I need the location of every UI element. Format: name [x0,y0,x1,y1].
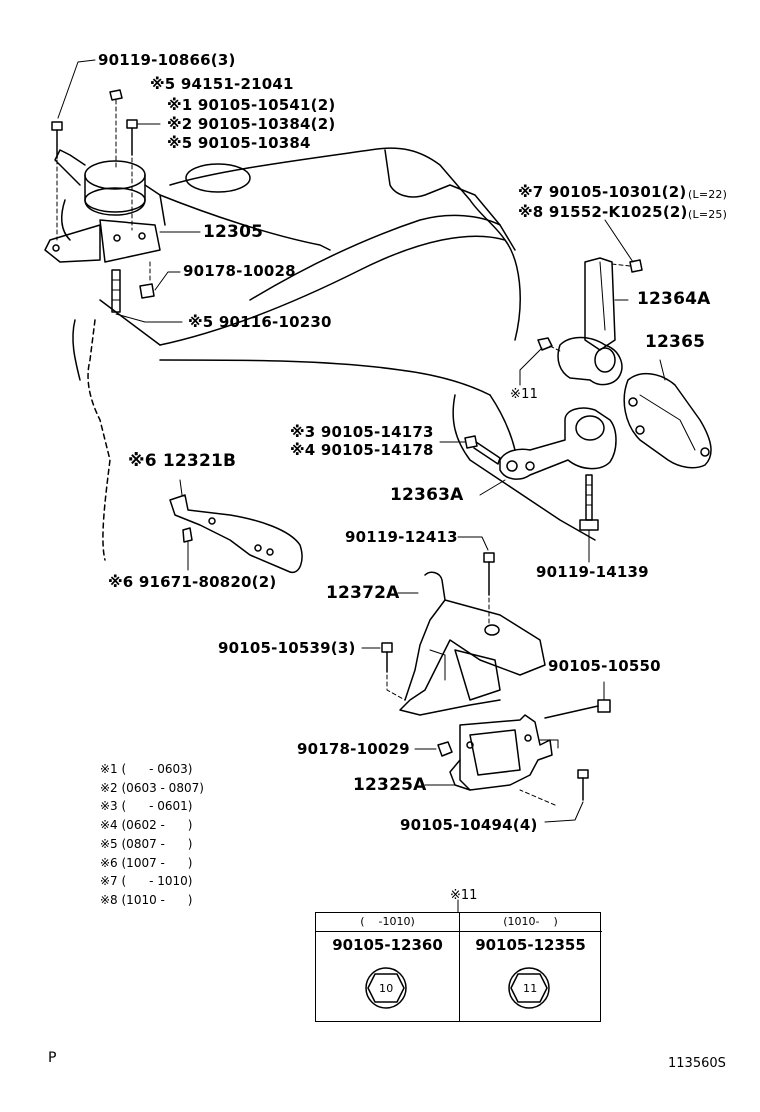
table-title: ※11 [450,888,478,903]
nut-mark-10: 10 [379,982,394,995]
label-12363a: 12363A [390,485,464,505]
label-90105-10384-5: ※5 90105-10384 [167,134,311,152]
nut-90178-10029 [414,741,453,757]
bolt-90105-14173 [439,435,501,465]
table-column: ( -1010) 90105-12360 [316,913,460,1021]
column-part-number: 90105-12360 [332,936,443,954]
label-90105-10301-length: (L=22) [688,188,728,201]
label-90105-10539: 90105-10539(3) [218,639,356,657]
label-mark-11: ※11 [510,387,539,402]
label-90105-10494: 90105-10494(4) [400,816,538,834]
label-90119-14139: 90119-14139 [536,563,649,581]
torque-rod-12363a [479,407,617,496]
bolt-90105-10550 [544,681,611,719]
label-12325a: 12325A [353,775,427,795]
nut-mark-11: 11 [523,982,538,995]
label-91552-k1025-length: (L=25) [688,208,728,221]
label-90119-12413: 90119-12413 [345,528,458,546]
label-90119-10866: 90119-10866(3) [98,51,236,69]
plate-12365 [623,359,712,469]
label-90105-10301: ※7 90105-10301(2) [518,183,687,201]
legend-item: ※5 (0807 - ) [100,836,193,851]
label-90178-10028: 90178-10028 [183,262,296,280]
label-91552-k1025: ※8 91552-K1025(2) [518,203,688,221]
label-90116-10230: ※5 90116-10230 [188,313,332,331]
engine-block-outline [72,147,596,561]
variant-table: ( -1010) 90105-12360 (1010- ) 90105-1235… [315,912,602,1022]
bolt-mark-11 [519,337,563,386]
label-12305: 12305 [203,222,264,242]
nut-90178-10028 [139,261,181,299]
bracket-12321b [169,479,303,574]
bolt-90119-14139 [579,474,599,563]
bolt-90105-10539 [361,642,406,701]
column-part-number: 90105-12355 [475,936,586,954]
table-column: (1010- ) 90105-12355 [459,913,602,1021]
nut-icon-10 [365,967,407,1009]
bolt-90105-10301 [604,219,643,273]
legend-item: ※7 ( - 1010) [100,874,193,889]
label-90105-10384-2: ※2 90105-10384(2) [167,115,336,133]
bolt-90119-10866 [51,59,96,241]
label-12364a: 12364A [637,289,711,309]
label-90105-14173: ※3 90105-14173 [290,423,434,441]
label-12365: 12365 [645,332,706,352]
legend-item: ※2 (0603 - 0807) [100,780,204,795]
stud-90116-10230 [111,269,183,323]
date-range-legend: ※1 ( - 0603) ※2 (0603 - 0807) ※3 ( - 060… [100,760,204,910]
label-94151-21041: ※5 94151-21041 [150,75,294,93]
column-date-range: ( -1010) [316,913,459,932]
bolt-90105-10494 [519,769,589,823]
label-90178-10029: 90178-10029 [297,740,410,758]
label-90105-14178: ※4 90105-14178 [290,441,434,459]
footer-left: P [48,1050,57,1066]
figure-number: 113560S [668,1056,726,1071]
label-90105-10550: 90105-10550 [548,657,661,675]
bracket-12372a [397,571,546,716]
label-90105-10541: ※1 90105-10541(2) [167,96,336,114]
nut-icon-11 [508,967,550,1009]
label-12321b: ※6 12321B [128,451,237,471]
legend-item: ※8 (1010 - ) [100,892,193,907]
bolt-90119-12413 [457,536,495,626]
legend-item: ※6 (1007 - ) [100,855,193,870]
bracket-12364a [557,257,629,386]
label-12372a: 12372A [326,583,400,603]
label-91671-80820: ※6 91671-80820(2) [108,573,277,591]
bolt-90105-10541 [126,119,161,231]
legend-item: ※1 ( - 0603) [100,762,193,776]
column-date-range: (1010- ) [459,913,602,932]
legend-item: ※3 ( - 0601) [100,799,193,814]
legend-item: ※4 (0602 - ) [100,818,193,833]
engine-mount-12305 [44,149,166,263]
bracket-12325a [424,714,559,791]
nut-94151-21041 [109,89,123,171]
